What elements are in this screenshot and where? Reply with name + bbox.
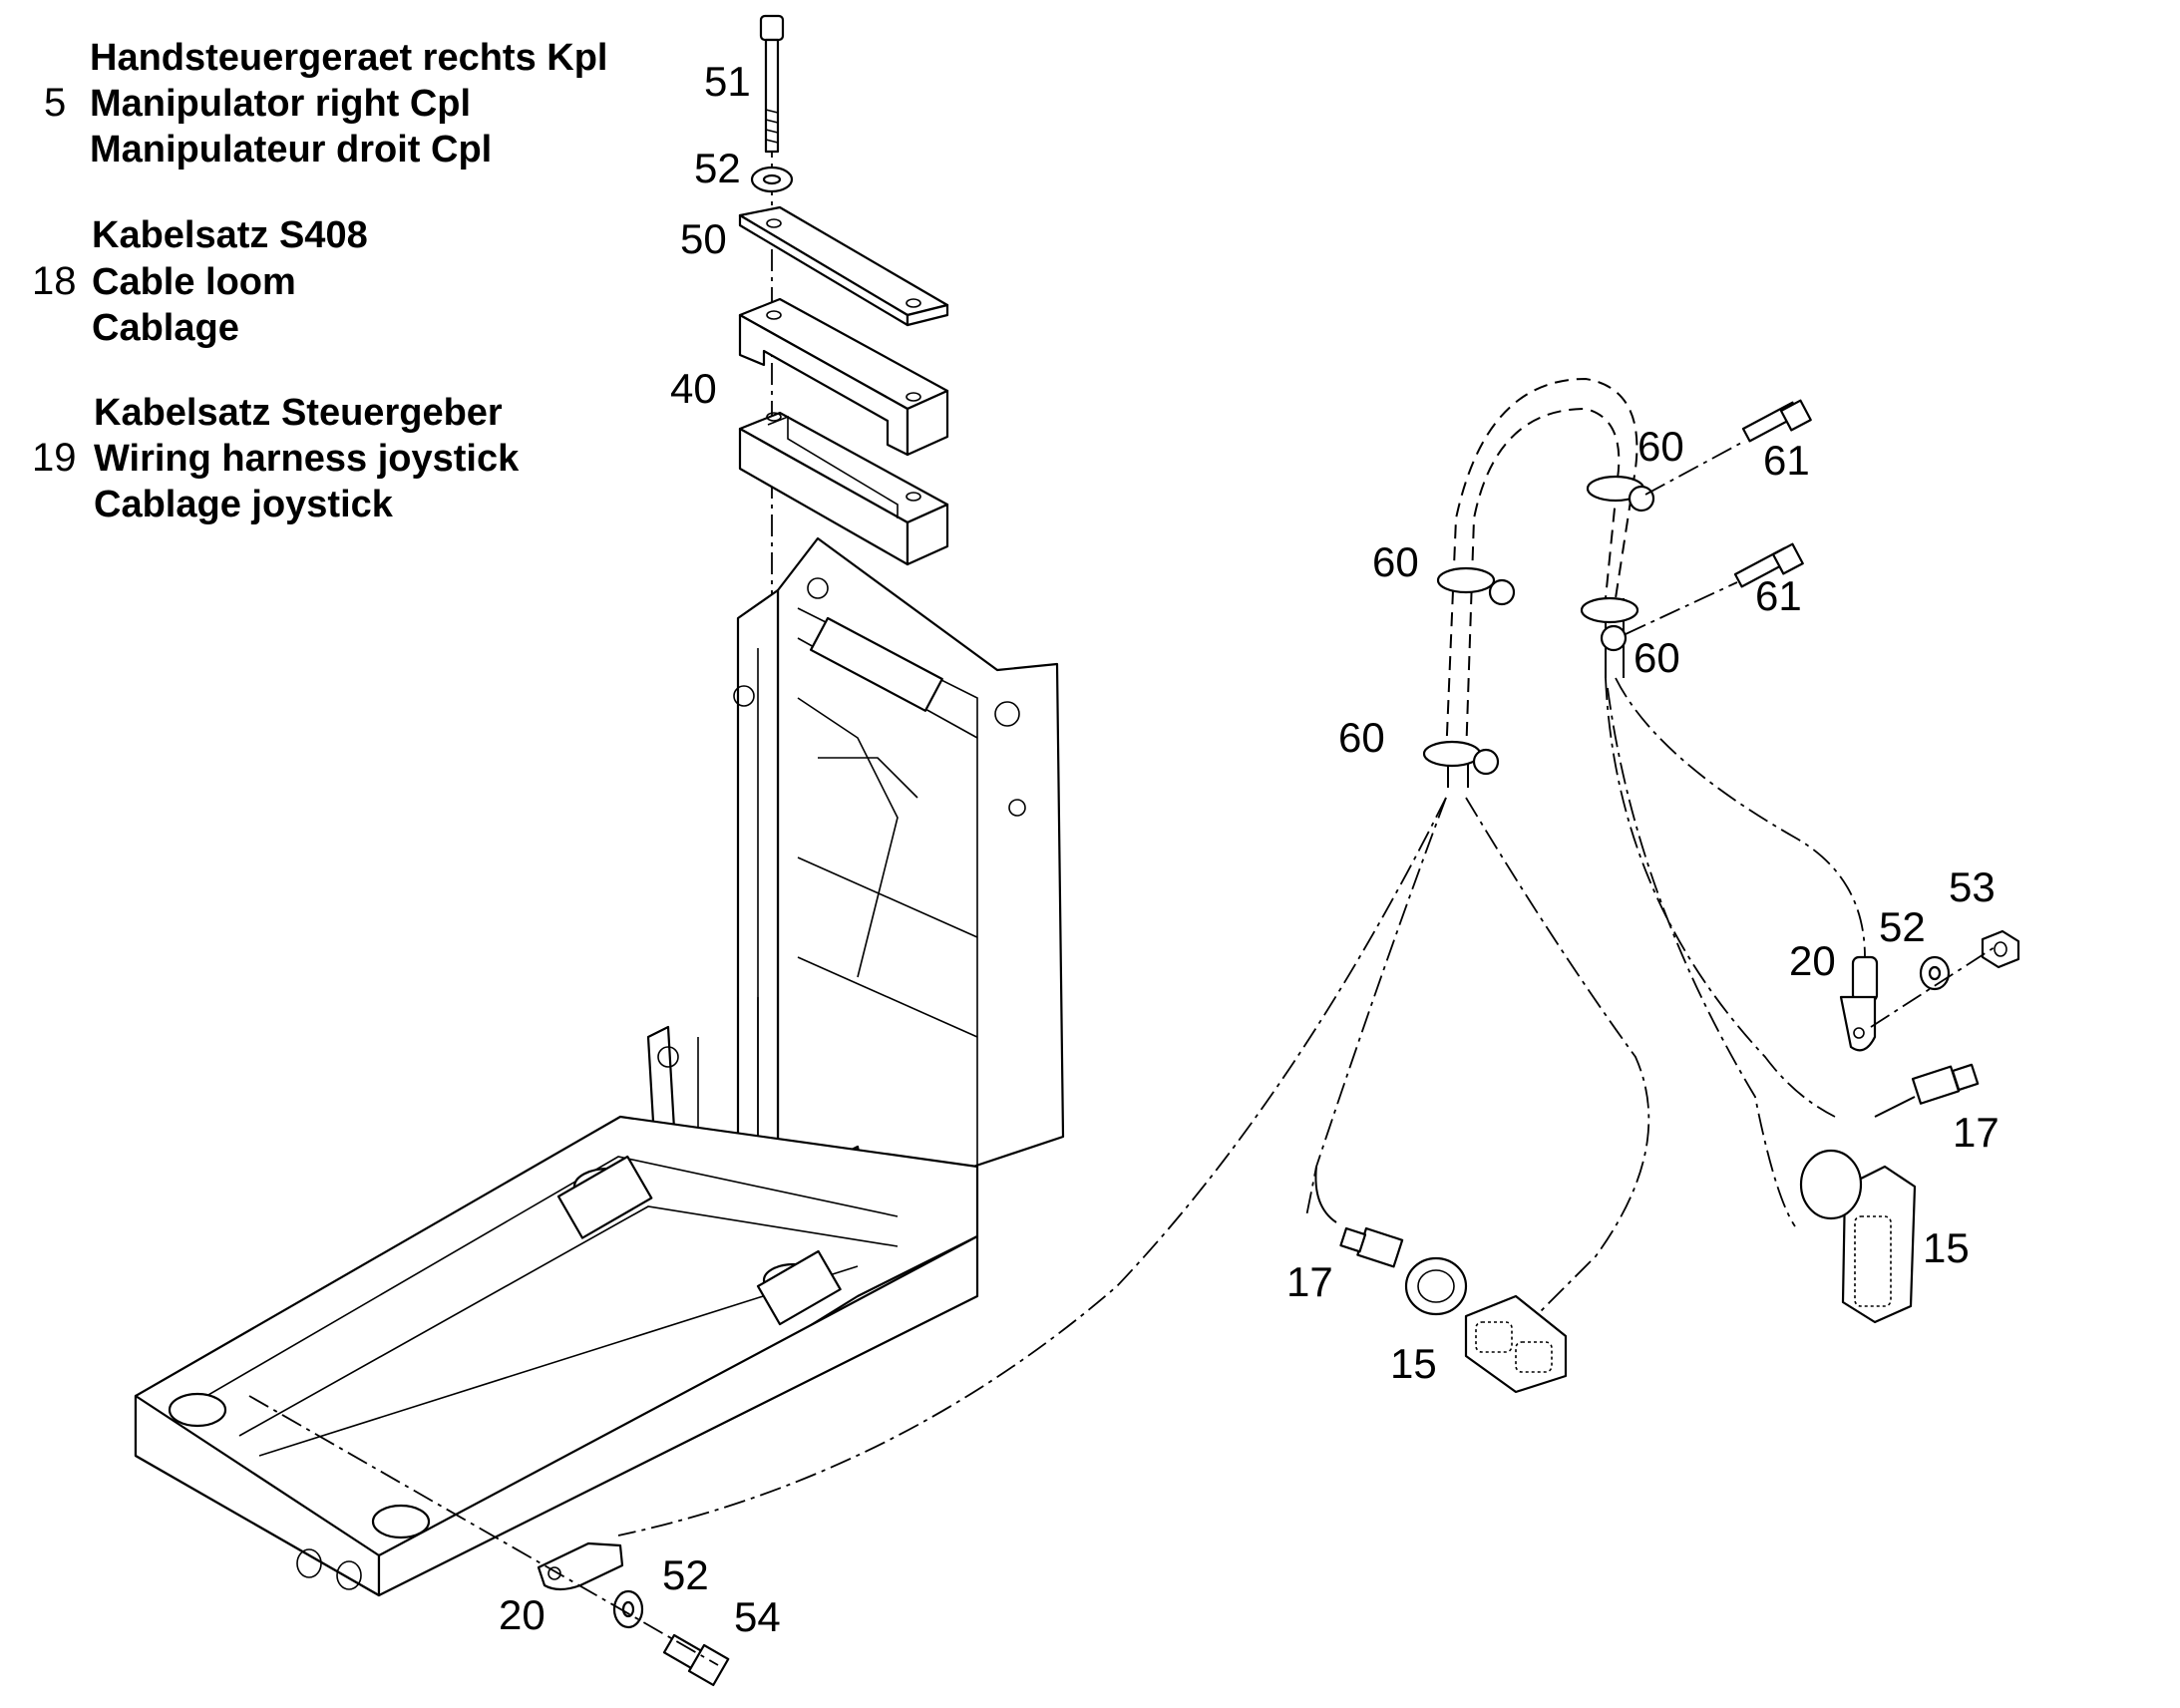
legend-item-18-line-2: Cable loom (92, 261, 296, 303)
cable-clamp-icon (1580, 596, 1639, 652)
callout-20-right: 20 (1789, 937, 1836, 984)
legend-item-5-line-3: Manipulateur droit Cpl (90, 129, 492, 171)
top-mounting-stack (738, 14, 949, 1236)
legend-item-18-line-1: Kabelsatz S408 (92, 214, 368, 256)
socket-head-screw-icon (662, 1633, 730, 1687)
callout-15-right: 15 (1923, 1224, 1970, 1271)
bolt-icon (1625, 542, 1804, 635)
callout-15-left: 15 (1390, 1340, 1437, 1387)
legend-item-19-line-3: Cablage joystick (94, 484, 394, 525)
callout-40: 40 (670, 365, 717, 412)
callout-52-bottom: 52 (662, 1551, 709, 1598)
cable-clamp-icon (1586, 475, 1655, 512)
legend-item-18-line-3: Cablage (92, 307, 239, 349)
callout-20-bottom: 20 (499, 1591, 545, 1638)
connector-icon (1339, 1226, 1404, 1268)
cable-clamp-icon (1422, 740, 1500, 776)
connector-icon (1874, 1063, 1980, 1118)
washer-icon (750, 166, 794, 193)
callout-61-b: 61 (1755, 572, 1802, 619)
multi-pin-plug-icon (1404, 1256, 1568, 1394)
callout-52-right: 52 (1879, 903, 1926, 950)
legend-item-19-number: 19 (32, 436, 77, 480)
callout-54: 54 (734, 1593, 781, 1640)
cable-harness (617, 377, 1866, 1537)
callout-17-left: 17 (1286, 1258, 1333, 1305)
parts-legend: Handsteuergeraet rechts Kpl 5 Manipulato… (32, 37, 608, 525)
callout-50: 50 (680, 215, 727, 262)
cable-clamp-icon (1436, 566, 1516, 606)
legend-item-5-line-1: Handsteuergeraet rechts Kpl (90, 37, 608, 79)
spacer-block-icon (738, 297, 949, 457)
callout-60-a: 60 (1637, 423, 1684, 470)
socket-head-screw-icon (759, 14, 785, 154)
ring-terminal-icon (1839, 955, 1879, 1052)
legend-item-18-number: 18 (32, 259, 77, 303)
callout-52-top: 52 (694, 145, 741, 191)
callout-17-right: 17 (1953, 1109, 1999, 1156)
multi-pin-plug-icon (1799, 1149, 1917, 1324)
washer-icon (1919, 955, 1951, 991)
legend-item-19-line-2: Wiring harness joystick (94, 438, 520, 480)
callout-60-b: 60 (1372, 538, 1419, 585)
clamp-plate-icon (738, 205, 949, 327)
washer-icon (612, 1589, 644, 1629)
callout-60-c: 60 (1634, 634, 1680, 681)
bolt-icon (1644, 399, 1812, 496)
legend-item-19-line-1: Kabelsatz Steuergeber (94, 392, 503, 434)
ring-terminal-icon (537, 1541, 624, 1591)
callout-53: 53 (1949, 863, 1996, 910)
callout-61-a: 61 (1763, 437, 1810, 484)
legend-item-5-number: 5 (44, 81, 66, 125)
legend-item-5-line-2: Manipulator right Cpl (90, 83, 471, 125)
callout-51: 51 (704, 58, 751, 105)
spacer-block-icon (738, 411, 949, 566)
callout-labels: 51 52 50 40 60 61 60 61 60 60 53 52 20 1… (499, 58, 1999, 1640)
callout-60-d: 60 (1338, 714, 1385, 761)
hex-nut-icon (1981, 929, 2020, 969)
console-frame (134, 536, 1065, 1597)
